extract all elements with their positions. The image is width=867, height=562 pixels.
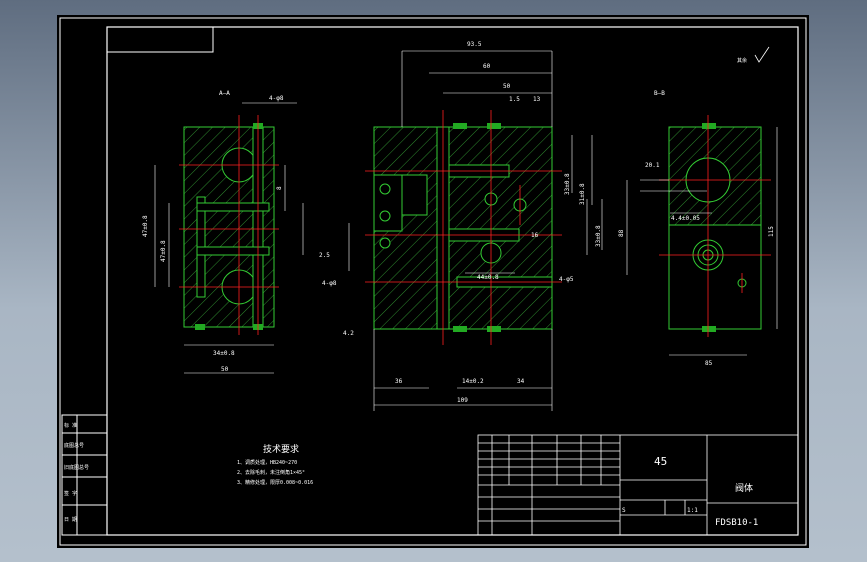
dimension-label: 4.2	[343, 330, 354, 337]
outer-border	[59, 17, 807, 546]
dimension-label: 34±0.8	[213, 350, 235, 357]
roughness-symbol	[754, 46, 770, 63]
code-box	[107, 27, 214, 53]
dimension-label: 16	[531, 232, 539, 239]
dimension-label: 93.5	[467, 41, 482, 48]
scale-label: S	[622, 507, 626, 514]
inner-border	[106, 26, 799, 536]
title-block	[477, 434, 799, 536]
left-view: A—A	[154, 90, 304, 374]
dimension-label: 13	[533, 96, 541, 103]
drawing-number: FDSB10-1	[715, 518, 758, 528]
dimension-label: 4-φ5	[559, 276, 574, 283]
dimension-label: 50	[503, 83, 511, 90]
dimension-label: 36	[395, 378, 403, 385]
tech-req-item: 3、精修处理，限厚0.008~0.016	[237, 479, 313, 486]
margin-label: 旧底图总号	[64, 464, 89, 471]
dimension-label: 115	[768, 226, 775, 237]
margin-table	[61, 414, 108, 536]
dimension-label: 44±0.8	[477, 274, 499, 281]
dimension-label: 1.5	[509, 96, 520, 103]
dimension-label: 33±0.8	[595, 225, 602, 247]
dimension-label: 109	[457, 397, 468, 404]
section-label: A—A	[219, 90, 230, 97]
tech-req-item: 2、去除毛刺，未注倒角1×45°	[237, 469, 305, 476]
dimension-label: 50	[221, 366, 229, 373]
margin-label: 日 期	[64, 517, 77, 523]
dimension-label: 4-φ8	[269, 95, 284, 102]
dimension-label: 33±0.8	[564, 173, 571, 195]
margin-label: 底图总号	[64, 442, 84, 449]
scale-value: 1:1	[687, 507, 698, 514]
margin-label: 签 字	[64, 490, 77, 497]
dimension-label: 20.1	[645, 162, 660, 169]
dimension-label: 47±0.8	[160, 240, 167, 262]
dimension-label: 60	[483, 63, 491, 70]
section-label: B—B	[654, 90, 665, 97]
dimension-label: 47±0.8	[142, 215, 149, 237]
cad-drawing: 标 准 底图总号 旧底图总号 签 字 日 期 A—A 47±0.8 47±0.8	[59, 17, 807, 546]
drawing-sheet: 标 准 底图总号 旧底图总号 签 字 日 期 A—A 47±0.8 47±0.8	[57, 15, 809, 548]
right-view: B—B	[626, 90, 778, 356]
dimension-label: 2.5	[319, 252, 330, 259]
front-view	[348, 50, 603, 411]
dimension-label: 31±0.8	[579, 183, 586, 205]
dimension-label: 4.4±0.05	[671, 215, 700, 222]
part-name: 阀体	[735, 482, 753, 494]
material: 45	[654, 455, 667, 468]
dimension-label: 4-φ8	[322, 280, 337, 287]
tech-req-item: 1、调质处理，HB240~270	[237, 459, 297, 466]
dimension-label: 88	[618, 229, 625, 237]
dimension-label: 14±0.2	[462, 378, 484, 385]
margin-label: 标 准	[64, 422, 77, 429]
roughness-note: 其余	[737, 57, 747, 64]
tech-req-heading: 技术要求	[263, 443, 299, 455]
dimension-label: 85	[705, 360, 713, 367]
dimension-label: 8	[276, 186, 283, 190]
dimension-label: 34	[517, 378, 525, 385]
